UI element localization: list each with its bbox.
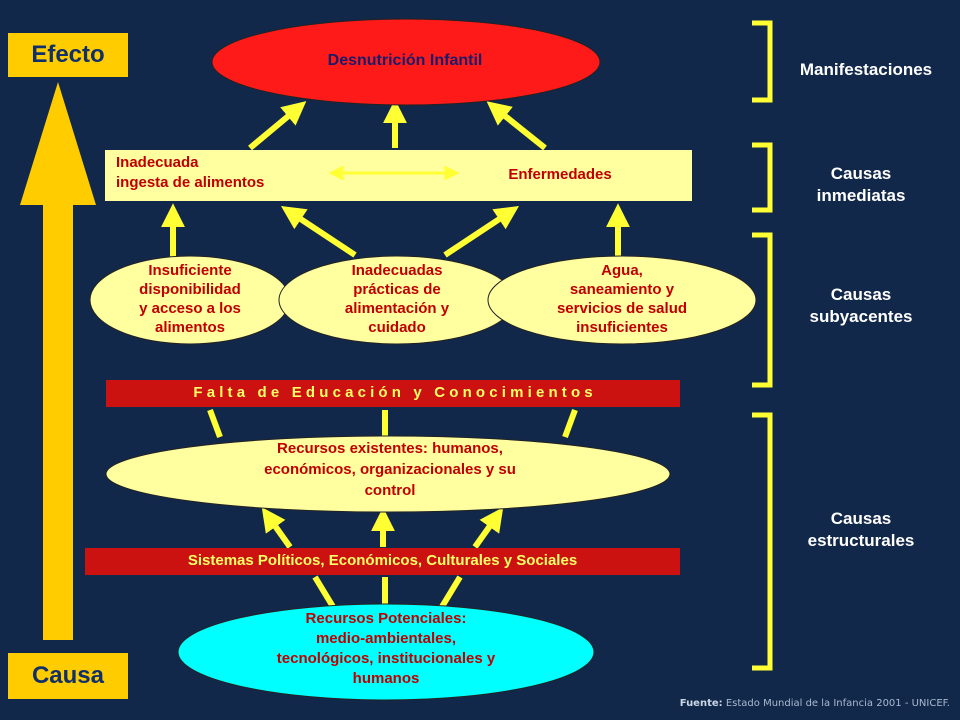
bracket-subyacentes [752, 232, 773, 388]
agua-line-2: saneamiento y [569, 281, 675, 298]
agua-line-3: servicios de salud [556, 300, 688, 317]
practicas-label: Inadecuadas prácticas de alimentación y … [300, 261, 494, 337]
ingesta-line-2: ingesta de alimentos [116, 174, 265, 191]
desnutricion-label: Desnutrición Infantil [327, 52, 483, 69]
inadecuada-ingesta-label: Inadecuada ingesta de alimentos [116, 153, 336, 193]
insuficiente-line-1: Insuficiente [148, 262, 232, 279]
subyacentes-line-1: Causas [830, 285, 892, 304]
falta-educacion-label: F a l t a d e E d u c a c i ó n y C o n … [193, 384, 593, 401]
insuficiente-line-3: y acceso a los [139, 300, 241, 317]
existentes-line-2: económicos, organizacionales y su [264, 461, 516, 478]
bracket-inmediatas [752, 142, 773, 213]
source-text: Estado Mundial de la Infancia 2001 - UNI… [725, 698, 950, 709]
arrow-sistemas-right [472, 507, 504, 549]
bracket-manifestaciones [752, 20, 773, 103]
agua-line-4: insuficientes [576, 319, 668, 336]
recursos-potenciales-label: Recursos Potenciales: medio-ambientales,… [230, 609, 542, 689]
stub-pot-left [312, 575, 338, 612]
agua-label: Agua, saneamiento y servicios de salud i… [510, 261, 734, 337]
stub-right [562, 408, 578, 439]
desnutricion-ellipse [211, 18, 601, 106]
existentes-line-1: Recursos existentes: humanos, [277, 440, 503, 457]
potenciales-line-2: medio-ambientales, [315, 630, 457, 647]
arrow-practicas-left [280, 206, 357, 258]
causa-label: Causa [8, 653, 128, 699]
sistemas-bar [85, 548, 680, 575]
recursos-existentes-ellipse [105, 435, 671, 513]
arrow-enfermedades-to-desnutricion [486, 101, 547, 151]
efecto-label: Efecto [8, 33, 128, 77]
sistemas-label: Sistemas Políticos, Económicos, Cultural… [187, 552, 578, 569]
existentes-line-3: control [364, 482, 416, 499]
arrow-ingesta-to-desnutricion [248, 101, 307, 151]
bracket-estructurales [752, 412, 773, 671]
agua-line-1: Agua, [601, 262, 643, 279]
arrow-practicas-right [443, 206, 520, 258]
causas-estructurales-label: Causas estructurales [786, 508, 936, 552]
potenciales-line-3: tecnológicos, institucionales y [276, 650, 496, 667]
practicas-line-4: cuidado [368, 319, 426, 336]
falta-educacion-bar [106, 380, 680, 407]
recursos-potenciales-ellipse [177, 603, 595, 701]
inmediatas-line-2: inmediatas [816, 186, 906, 205]
stub-left [207, 408, 223, 439]
practicas-line-3: alimentación y [344, 300, 450, 317]
inmediatas-line-1: Causas [830, 164, 892, 183]
subyacentes-line-2: subyacentes [809, 307, 913, 326]
insuficiente-label: Insuficiente disponibilidad y acceso a l… [104, 261, 276, 337]
causas-subyacentes-label: Causas subyacentes [786, 284, 936, 328]
agua-ellipse [487, 255, 757, 345]
source-note: Fuente: Estado Mundial de la Infancia 20… [660, 698, 950, 709]
manifestaciones-label: Manifestaciones [799, 60, 933, 79]
practicas-line-1: Inadecuadas [351, 262, 443, 279]
estructurales-line-1: Causas [830, 509, 892, 528]
potenciales-line-1: Recursos Potenciales: [305, 610, 467, 627]
insuficiente-line-2: disponibilidad [139, 281, 241, 298]
source-prefix: Fuente: [679, 698, 723, 709]
potenciales-line-4: humanos [352, 670, 420, 687]
recursos-existentes-label: Recursos existentes: humanos, económicos… [200, 438, 580, 501]
insuficiente-line-4: alimentos [154, 319, 226, 336]
arrow-sistemas-left [261, 507, 293, 549]
causa-efecto-arrow [20, 82, 96, 640]
practicas-line-2: prácticas de [353, 281, 441, 298]
causas-inmediatas-label: Causas inmediatas [786, 163, 936, 207]
stub-pot-right [437, 575, 463, 612]
estructurales-line-2: estructurales [807, 531, 915, 550]
enfermedades-label: Enfermedades [508, 166, 612, 183]
ingesta-line-1: Inadecuada [116, 154, 199, 171]
